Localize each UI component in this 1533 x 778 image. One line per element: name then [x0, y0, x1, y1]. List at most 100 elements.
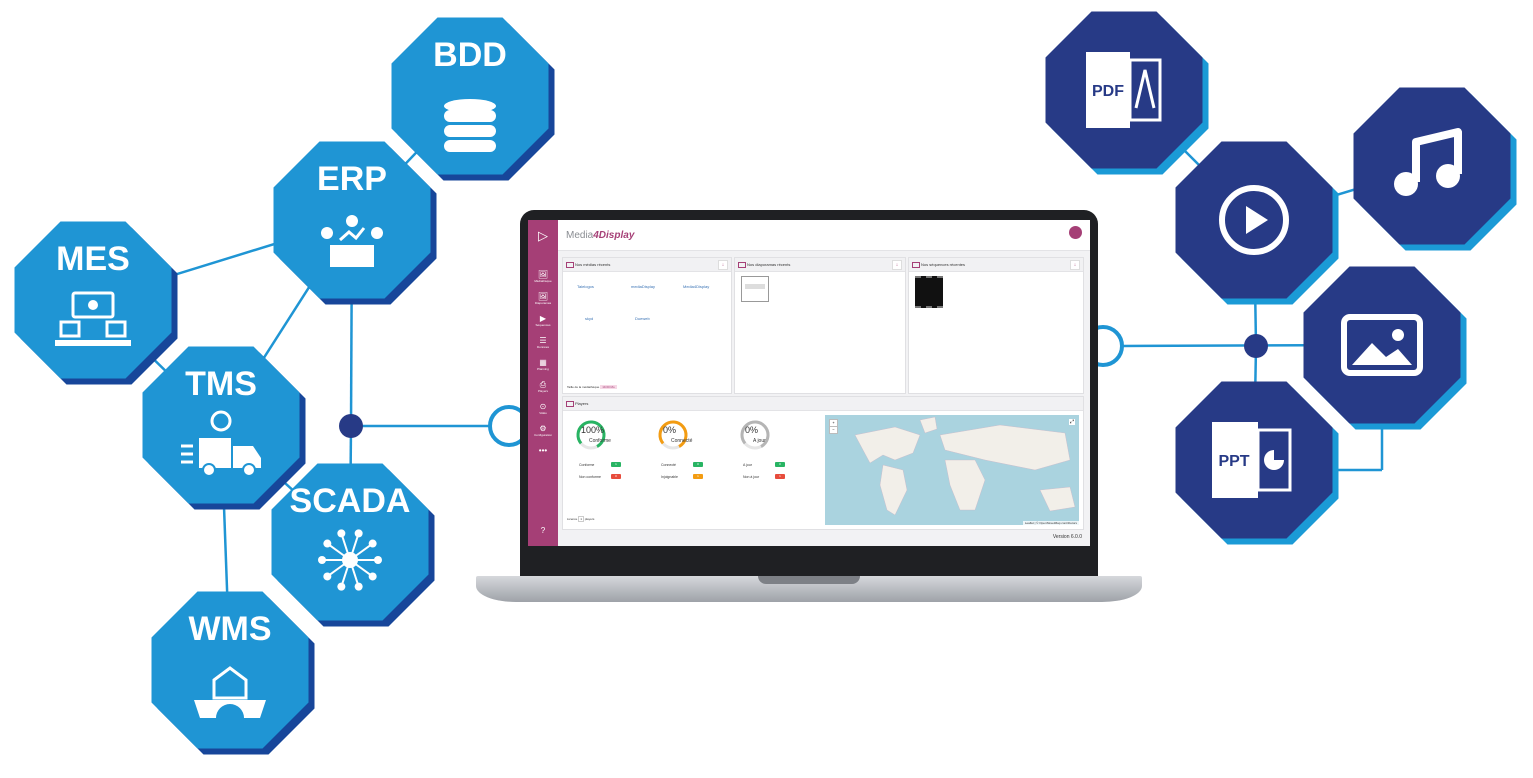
world-map	[854, 416, 1076, 516]
panel-title: Nos médias récents	[575, 262, 611, 267]
panel-header: Players	[563, 397, 1083, 411]
gauge-row-label: Conforme	[579, 463, 595, 467]
media-thumbnail[interactable]: Talelogos	[577, 284, 594, 289]
sidebar-item-more[interactable]: •••	[528, 446, 558, 455]
app-logo-icon[interactable]: ▷	[538, 228, 548, 243]
node-label: TMS	[185, 365, 257, 403]
image-icon	[1341, 314, 1423, 376]
gauge-label: Conforme	[589, 438, 611, 444]
gauge-row-count[interactable]: 1	[693, 474, 703, 479]
pdf-file-icon	[1086, 52, 1162, 128]
right-hexagons: PDF PPT	[1045, 11, 1517, 545]
panel-header: Nos diaporamas récents ↓	[735, 258, 905, 272]
sidebar-label: Planning	[537, 367, 549, 371]
sidebar-icon: ▦	[539, 358, 547, 367]
sidebar-icon: 🖼	[537, 292, 549, 301]
sidebar-item-planning[interactable]: ▦Planning	[528, 358, 558, 371]
avatar[interactable]	[1069, 226, 1082, 239]
gauge-label: A jour	[753, 438, 766, 444]
left-hub-dot	[339, 414, 363, 438]
panel-title: Nos diaporamas récents	[747, 262, 791, 267]
zoom-in-button[interactable]: +	[832, 420, 835, 425]
map-attribution: Leaflet | © OpenStreetMap contributors	[1022, 521, 1079, 525]
ppt-node: PPT	[1175, 381, 1339, 545]
gauge-row-count[interactable]: 0	[693, 462, 703, 467]
panel-title: Nos séquences récentes	[921, 262, 966, 267]
mediatheque-size: Taille de la médiathèque 19.60 Mo	[567, 385, 617, 389]
sidebar-icon: •••	[538, 446, 548, 455]
play-video-icon	[1219, 185, 1289, 255]
sidebar-label: Diaporamas	[534, 301, 552, 305]
sidebar-icon: ⊙	[539, 402, 547, 411]
node-label: ERP	[317, 160, 387, 198]
sequence-thumbnail[interactable]	[915, 276, 943, 308]
recent-medias-panel: Nos médias récents ↓ Talelogos mediaDispla…	[562, 257, 732, 394]
bdd-node: BDD	[391, 17, 555, 181]
media-thumbnail[interactable]: Dueweb	[635, 316, 650, 321]
sidebar-item-données[interactable]: ☰Données	[528, 336, 558, 349]
diaporama-thumbnail[interactable]	[741, 276, 769, 302]
laptop-lid: ▷ 🖼Médiathèque🖼Diaporamas▶Séquences☰Donn…	[520, 210, 1098, 582]
sidebar-icon: ⎙	[539, 380, 547, 389]
media-thumbnail[interactable]: mediaDisplay	[631, 284, 656, 289]
gauge-ring	[576, 420, 606, 450]
sidebar-item-configuration[interactable]: ⚙Configuration	[528, 424, 558, 437]
download-icon[interactable]: ↓	[1070, 260, 1080, 270]
media-thumbnail[interactable]: Media4Display	[683, 284, 710, 289]
sidebar-label: Séquences	[535, 323, 551, 327]
panel-title: Players	[575, 401, 589, 406]
wms-node: WMS	[151, 591, 315, 755]
gauge-row-label: Connecté	[661, 463, 676, 467]
node-label: PDF	[1092, 83, 1124, 100]
node-label: WMS	[188, 610, 271, 648]
version-label: Version 6.0.0	[1052, 534, 1082, 540]
download-icon[interactable]: ↓	[892, 260, 902, 270]
warehouse-gear-icon	[194, 666, 266, 718]
gauge-row-count[interactable]: 1	[775, 474, 785, 479]
gauge-ring	[658, 420, 688, 450]
sidebar-label: Données	[536, 345, 549, 349]
brand-logo: Media4Display	[566, 230, 635, 241]
licence-info: Licence 1 players	[567, 516, 595, 522]
sidebar-item-médiathèque[interactable]: 🖼Médiathèque	[528, 270, 558, 283]
sidebar-label: Médiathèque	[534, 279, 552, 283]
panel-header: Nos séquences récentes ↓	[909, 258, 1083, 272]
sidebar-icon: 🖼	[537, 270, 549, 279]
gauge-row-count[interactable]: 0	[775, 462, 785, 467]
network-hub-icon	[318, 529, 382, 591]
zoom-out-button[interactable]: −	[830, 426, 837, 433]
sidebar-icon: ☰	[539, 336, 547, 345]
player-icon	[566, 401, 574, 407]
sidebar-item-vidéo[interactable]: ⊙Vidéo	[528, 402, 558, 415]
node-label: BDD	[433, 36, 507, 74]
fullscreen-icon[interactable]: ⤢	[1068, 419, 1075, 425]
node-label: PPT	[1218, 453, 1249, 470]
music-note-icon	[1394, 128, 1462, 196]
production-line-icon	[55, 291, 131, 346]
erp-node: ERP	[273, 141, 437, 305]
download-icon[interactable]: ↓	[718, 260, 728, 270]
sidebar-icon: ⚙	[539, 424, 547, 433]
gauge-value: 0%	[663, 425, 677, 435]
node-label: SCADA	[290, 482, 411, 520]
pdf-node: PDF	[1045, 11, 1209, 175]
gauge-row-label: Non conforme	[579, 475, 601, 479]
media-thumbnail[interactable]: skyd	[585, 316, 594, 321]
media-icon	[566, 262, 574, 268]
players-map[interactable]: +− ⤢ Leaflet | © OpenStreetMap contribut…	[825, 415, 1079, 525]
gauge-value: 100%	[581, 425, 605, 435]
gauge-row-count[interactable]: 1	[611, 462, 621, 467]
sidebar-label: Configuration	[534, 433, 552, 437]
help-icon[interactable]: ?	[540, 526, 546, 535]
sidebar-item-diaporamas[interactable]: 🖼Diaporamas	[528, 292, 558, 305]
erp-finance-icon	[321, 215, 383, 267]
laptop: ▷ 🖼Médiathèque🖼Diaporamas▶Séquences☰Donn…	[476, 208, 1142, 608]
sidebar-item-players[interactable]: ⎙Players	[528, 380, 558, 393]
sidebar-item-séquences[interactable]: ▶Séquences	[528, 314, 558, 327]
panel-header: Nos médias récents ↓	[563, 258, 731, 272]
right-hub-dot	[1244, 334, 1268, 358]
gauge-row-count[interactable]: 0	[611, 474, 621, 479]
